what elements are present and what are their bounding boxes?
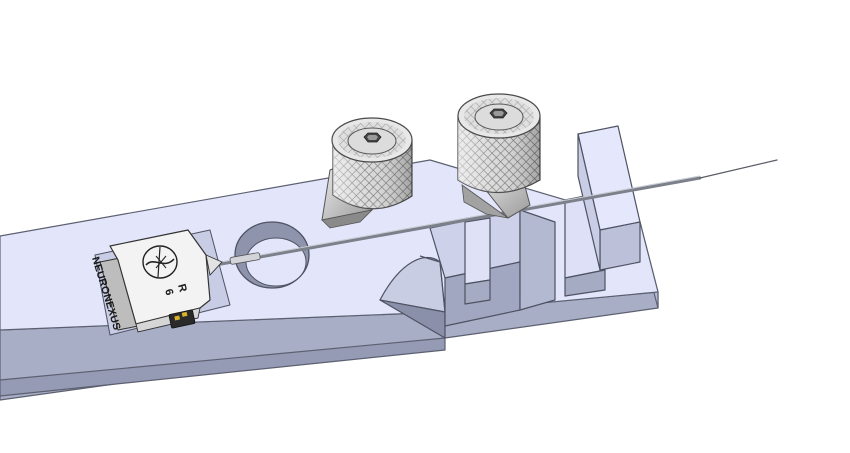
hex-socket-icon [363,132,382,143]
slot-fingers [464,125,641,305]
thumb-screw-left[interactable] [321,117,413,229]
neuronexus-logo-icon [142,245,178,279]
probe-connector[interactable] [168,309,196,329]
hex-socket-icon [489,108,508,119]
chip-id-number: 6 [162,288,175,297]
base-lower-ledge [0,337,446,397]
chip-id-letter: R [175,283,189,294]
thumb-screw-right[interactable] [457,93,541,219]
probe-chip[interactable]: NEURONEXUS R 6 [89,229,223,333]
probe-shank [208,159,778,268]
